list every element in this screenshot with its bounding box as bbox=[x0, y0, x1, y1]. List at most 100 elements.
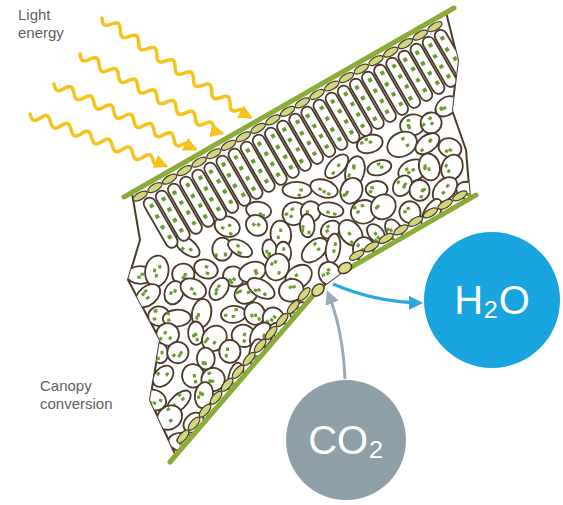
chloroplast bbox=[234, 308, 238, 311]
chloroplast bbox=[364, 138, 368, 142]
chloroplast bbox=[216, 206, 221, 211]
chloroplast bbox=[179, 200, 184, 205]
chloroplast bbox=[353, 206, 357, 210]
spongy-cell bbox=[282, 182, 311, 199]
chloroplast bbox=[153, 269, 157, 273]
chloroplast bbox=[288, 285, 292, 289]
chloroplast bbox=[427, 167, 431, 171]
chloroplast bbox=[254, 313, 258, 317]
chloroplast bbox=[256, 222, 261, 227]
chloroplast bbox=[137, 276, 141, 279]
chloroplast bbox=[189, 287, 193, 291]
chloroplast bbox=[229, 280, 233, 284]
spongy-cell bbox=[366, 189, 401, 224]
chloroplast bbox=[217, 284, 221, 289]
chloroplast bbox=[177, 353, 182, 358]
chloroplast bbox=[370, 186, 374, 189]
chloroplast bbox=[167, 207, 172, 212]
chloroplast bbox=[202, 361, 205, 365]
chloroplast bbox=[404, 84, 409, 89]
chloroplast bbox=[432, 54, 437, 59]
spongy-cell bbox=[193, 381, 215, 410]
chloroplast bbox=[312, 123, 317, 128]
chloroplast bbox=[237, 250, 242, 254]
chloroplast bbox=[284, 212, 289, 216]
chloroplast bbox=[421, 122, 426, 127]
chloroplast bbox=[427, 71, 432, 76]
chloroplast bbox=[216, 178, 221, 183]
chloroplast bbox=[160, 351, 163, 355]
chloroplast bbox=[379, 98, 384, 103]
cell-wall bbox=[366, 158, 393, 178]
chloroplast bbox=[326, 268, 330, 272]
chloroplast bbox=[326, 271, 330, 275]
light-ray bbox=[54, 84, 195, 149]
chloroplast bbox=[227, 223, 231, 227]
chloroplast bbox=[141, 292, 146, 297]
chloroplast bbox=[440, 36, 445, 41]
chloroplast bbox=[445, 149, 449, 153]
chloroplast bbox=[163, 330, 167, 334]
chloroplast bbox=[166, 407, 171, 412]
chloroplast bbox=[159, 337, 163, 341]
chloroplast bbox=[406, 207, 410, 211]
chloroplast bbox=[373, 88, 378, 93]
chloroplast bbox=[233, 155, 238, 160]
chloroplast bbox=[337, 109, 342, 114]
chloroplast bbox=[169, 291, 173, 295]
chloroplast bbox=[306, 140, 311, 145]
chloroplast bbox=[415, 50, 420, 55]
chloroplast bbox=[214, 291, 218, 296]
cell-wall bbox=[242, 211, 272, 241]
chloroplast bbox=[295, 147, 300, 152]
chloroplast bbox=[208, 169, 213, 174]
chloroplast bbox=[157, 356, 160, 360]
chloroplast bbox=[269, 318, 274, 322]
chloroplast bbox=[156, 372, 161, 377]
chloroplast bbox=[446, 74, 451, 79]
chloroplast bbox=[209, 196, 214, 201]
chloroplast bbox=[264, 179, 269, 184]
chloroplast bbox=[305, 113, 310, 118]
chloroplast bbox=[161, 196, 166, 201]
molecule-formula: H₂O bbox=[454, 278, 530, 322]
chloroplast bbox=[232, 277, 236, 281]
chloroplast bbox=[355, 112, 360, 117]
chloroplast bbox=[154, 309, 158, 312]
chloroplast bbox=[203, 186, 208, 191]
chloroplast bbox=[369, 190, 373, 193]
chloroplast bbox=[240, 192, 245, 197]
chloroplast bbox=[272, 315, 277, 319]
chloroplast bbox=[143, 289, 148, 294]
chloroplast bbox=[325, 229, 330, 233]
chloroplast bbox=[242, 339, 246, 343]
chloroplast bbox=[397, 74, 402, 79]
chloroplast bbox=[410, 66, 415, 71]
epidermis bbox=[124, 8, 476, 462]
chloroplast bbox=[386, 227, 390, 232]
chloroplast bbox=[199, 391, 202, 395]
cell-wall bbox=[300, 214, 315, 238]
chloroplast bbox=[180, 246, 185, 251]
chloroplast bbox=[212, 340, 217, 345]
chloroplast bbox=[380, 70, 385, 75]
chloroplast bbox=[442, 106, 447, 111]
chloroplast bbox=[287, 137, 292, 142]
chloroplast bbox=[198, 203, 203, 208]
cell-wall bbox=[324, 233, 342, 264]
chloroplast bbox=[193, 374, 196, 378]
chloroplast bbox=[356, 243, 360, 247]
chloroplast bbox=[301, 225, 304, 229]
chloroplast bbox=[325, 116, 330, 121]
molecule-circle: H₂O bbox=[424, 232, 560, 368]
spongy-cell bbox=[220, 305, 246, 324]
chloroplast bbox=[282, 127, 287, 132]
chloroplast bbox=[415, 77, 420, 82]
chloroplast bbox=[238, 165, 243, 170]
chloroplast bbox=[224, 253, 227, 257]
chloroplast bbox=[221, 162, 226, 167]
chloroplast bbox=[368, 140, 372, 144]
chloroplast bbox=[197, 395, 200, 399]
chloroplast bbox=[190, 193, 195, 198]
chloroplast bbox=[420, 61, 425, 66]
